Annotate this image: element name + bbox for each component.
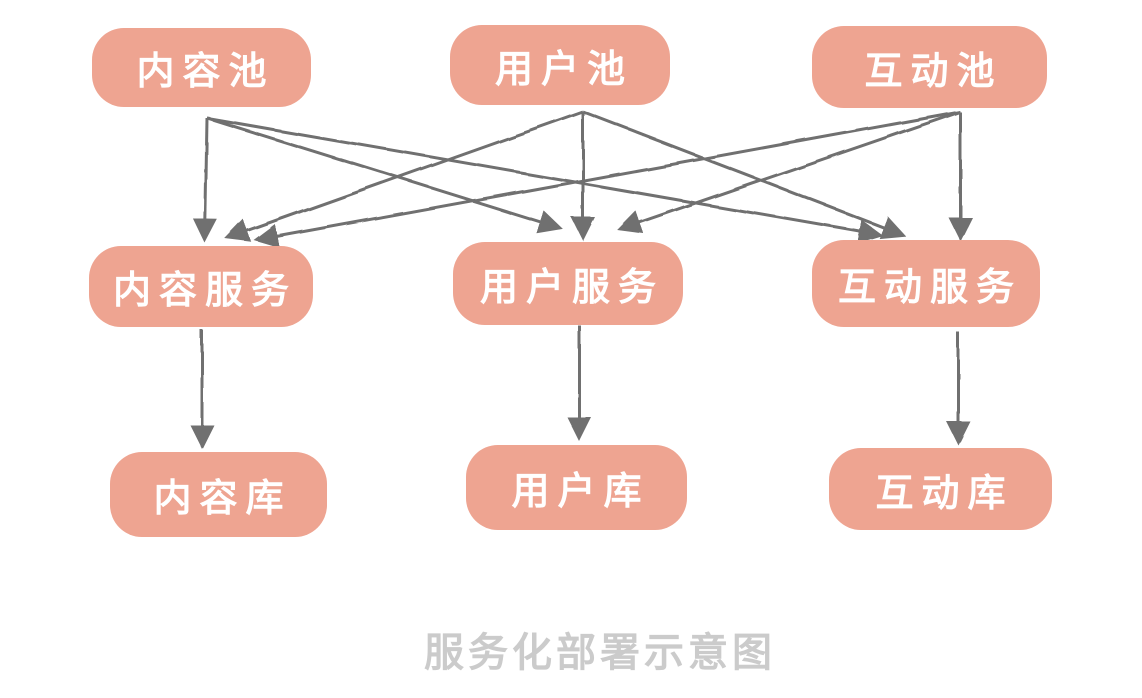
node-interaction-pool: 互动池 xyxy=(812,26,1047,108)
node-interaction-pool-label: 互动池 xyxy=(864,48,1003,93)
node-interaction-db-label: 互动库 xyxy=(875,470,1014,515)
node-user-db: 用户库 xyxy=(466,445,687,530)
node-content-pool-label: 内容池 xyxy=(136,49,275,93)
diagram-caption: 服务化部署示意图 xyxy=(424,630,776,676)
node-content-service-label: 内容服务 xyxy=(112,268,297,312)
node-interaction-db: 互动库 xyxy=(829,448,1052,530)
node-user-service-label: 用户服务 xyxy=(479,265,664,309)
node-user-service: 用户服务 xyxy=(453,242,683,325)
edge-interaction-pool-to-content-service xyxy=(254,110,961,249)
node-user-pool-label: 用户池 xyxy=(494,46,633,91)
node-content-db: 内容库 xyxy=(110,452,327,537)
edge-user-pool-to-content-service xyxy=(225,110,584,243)
node-interaction-service: 互动服务 xyxy=(812,240,1040,327)
node-user-db-label: 用户库 xyxy=(511,469,650,513)
node-content-db-label: 内容库 xyxy=(153,476,292,520)
edge-content-pool-to-interaction-service xyxy=(206,116,883,244)
node-interaction-service-label: 互动服务 xyxy=(837,265,1022,309)
node-user-pool: 用户池 xyxy=(450,25,670,105)
edge-content-pool-to-user-service xyxy=(206,116,563,234)
edge-interaction-pool-to-user-service xyxy=(617,110,961,234)
node-content-service: 内容服务 xyxy=(89,246,313,327)
node-content-pool: 内容池 xyxy=(92,28,311,107)
edge-content-pool-to-content-service xyxy=(193,117,218,243)
edge-user-pool-to-interaction-service xyxy=(582,110,906,239)
